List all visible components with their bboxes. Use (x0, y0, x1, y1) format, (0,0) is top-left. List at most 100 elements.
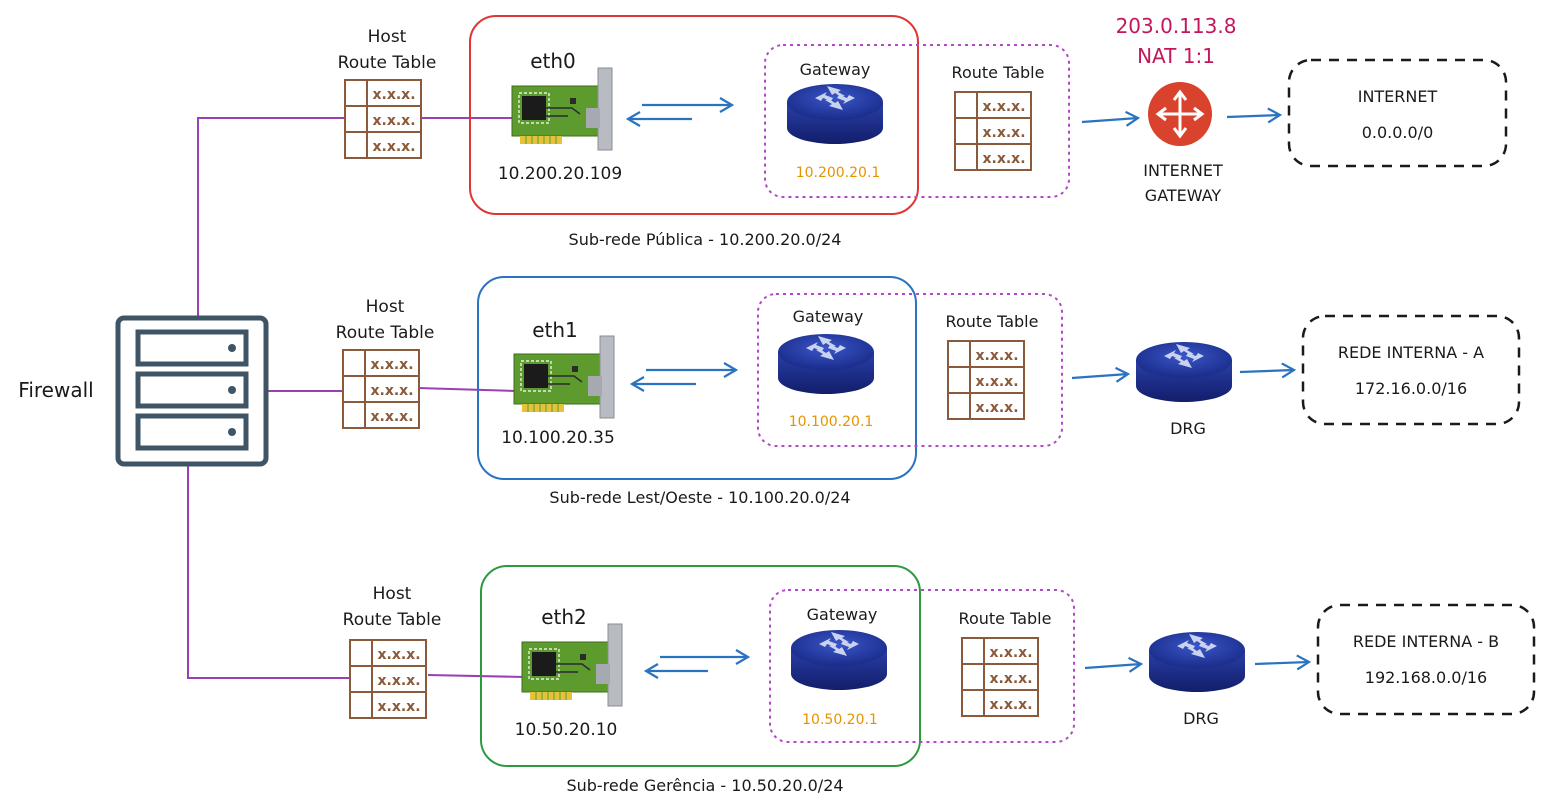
host-route-table-label: Host (373, 584, 412, 604)
destination-network-1: INTERNET 0.0.0.0/0 (1287, 58, 1508, 168)
connection-lines (187, 117, 525, 679)
route-table-cell: x.x.x. (989, 645, 1032, 661)
bidirectional-arrow-left (643, 663, 708, 679)
drg-router-icon (1136, 342, 1232, 402)
internet-gateway-label: INTERNET (1143, 161, 1223, 180)
subnet-caption: Sub-rede Pública - 10.200.20.0/24 (569, 230, 842, 249)
route-table-cell: x.x.x. (982, 99, 1025, 115)
subnet-boundary-eth1 (477, 276, 917, 480)
drg-label: DRG (1183, 709, 1219, 728)
network-card-icon (511, 67, 613, 151)
host-route-table-label: Route Table (343, 610, 442, 630)
firewall-label: Firewall (18, 378, 93, 402)
gateway-router-icon (778, 334, 874, 394)
subnet-boundary-eth2 (480, 565, 921, 767)
route-table-cell: x.x.x. (975, 374, 1018, 390)
route-table-cell: x.x.x. (372, 113, 415, 129)
route-arrow (1071, 366, 1131, 383)
route-table-cell: x.x.x. (975, 348, 1018, 364)
link-fw-eth0 (197, 117, 346, 318)
bidirectional-arrow-right (660, 649, 751, 665)
route-table-cell: x.x.x. (377, 647, 420, 663)
vcn-route-table-eth1: x.x.x. x.x.x. x.x.x. (947, 340, 1025, 420)
route-arrow (1084, 656, 1144, 673)
vcn-gateway-group-eth2 (769, 589, 1075, 743)
gateway-ip: 10.200.20.1 (796, 165, 881, 181)
drg-router-icon (1149, 632, 1245, 692)
vcn-route-table-eth0: x.x.x. x.x.x. x.x.x. (954, 91, 1032, 171)
route-table-cell: x.x.x. (370, 383, 413, 399)
route-table-cell: x.x.x. (989, 697, 1032, 713)
gateway-router-icon (787, 84, 883, 144)
route-table-label: Route Table (959, 609, 1052, 628)
route-table-cell: x.x.x. (975, 400, 1018, 416)
host-ip: 10.200.20.109 (498, 164, 622, 184)
gateway-router-icon (791, 630, 887, 690)
gateway-label: Gateway (800, 60, 871, 79)
gateway-label: Gateway (807, 605, 878, 624)
gateway-ip: 10.50.20.1 (802, 712, 878, 728)
destination-name: REDE INTERNA - B (1353, 632, 1499, 651)
firewall-server-icon (115, 315, 269, 467)
route-table-label: Route Table (952, 63, 1045, 82)
host-route-table-eth0: x.x.x. x.x.x. x.x.x. (344, 79, 422, 159)
bidirectional-arrow-right (642, 97, 735, 113)
route-table-cell: x.x.x. (370, 409, 413, 425)
destination-network-3: REDE INTERNA - B 192.168.0.0/16 (1316, 603, 1536, 716)
internet-gateway-label: GATEWAY (1145, 186, 1222, 205)
vcn-gateway-group-eth1 (757, 293, 1063, 447)
host-route-table-eth2: x.x.x. x.x.x. x.x.x. (349, 639, 427, 719)
subnet-boundary-eth0 (469, 15, 919, 215)
interface-name: eth2 (541, 605, 587, 629)
destination-network-2: REDE INTERNA - A 172.16.0.0/16 (1301, 314, 1521, 426)
route-table-cell: x.x.x. (982, 151, 1025, 167)
route-table-cell: x.x.x. (372, 139, 415, 155)
subnet-caption: Sub-rede Lest/Oeste - 10.100.20.0/24 (549, 488, 850, 507)
route-arrow (1226, 107, 1283, 124)
bidirectional-arrow-right (646, 362, 739, 378)
nat-ip: 203.0.113.8 (1116, 14, 1237, 38)
drg: DRG (1149, 632, 1312, 728)
link-fw-eth2 (187, 464, 352, 679)
route-table-cell: x.x.x. (982, 125, 1025, 141)
route-table-cell: x.x.x. (372, 87, 415, 103)
route-table-cell: x.x.x. (377, 673, 420, 689)
link-table-eth2 (427, 674, 525, 678)
subnet-caption: Sub-rede Gerência - 10.50.20.0/24 (566, 776, 843, 795)
destination-cidr: 0.0.0.0/0 (1362, 123, 1434, 142)
interface-name: eth1 (532, 318, 578, 342)
destination-cidr: 192.168.0.0/16 (1365, 668, 1487, 687)
destination-cidr: 172.16.0.0/16 (1355, 379, 1467, 398)
host-route-table-label: Host (366, 297, 405, 317)
vcn-gateway-group-eth0 (764, 44, 1070, 198)
vcn-route-table-eth2: x.x.x. x.x.x. x.x.x. (961, 637, 1039, 717)
host-ip: 10.50.20.10 (515, 720, 618, 740)
host-ip: 10.100.20.35 (501, 428, 615, 448)
host-route-table-eth1: x.x.x.x.x.x.x.x.x. (342, 349, 420, 429)
destination-name: INTERNET (1358, 87, 1438, 106)
destination-name: REDE INTERNA - A (1338, 343, 1484, 362)
network-card-icon (513, 335, 615, 419)
route-arrow (1081, 110, 1141, 127)
link-table-eth1 (417, 387, 517, 392)
gateway-ip: 10.100.20.1 (789, 414, 874, 430)
route-arrow (1239, 362, 1297, 379)
host-route-table-label: Host (368, 27, 407, 47)
gateway-label: Gateway (793, 307, 864, 326)
host-route-table-label: Route Table (338, 53, 437, 73)
internet-gateway-icon (1148, 82, 1212, 146)
drg: DRG (1136, 342, 1297, 438)
drg-label: DRG (1170, 419, 1206, 438)
bidirectional-arrow-left (629, 376, 696, 392)
bidirectional-arrow-left (625, 111, 692, 127)
route-table-label: Route Table (946, 312, 1039, 331)
network-card-icon (521, 623, 623, 707)
route-table-cell: x.x.x. (989, 671, 1032, 687)
host-route-table-label: Route Table (336, 323, 435, 343)
route-table-cell: x.x.x. (377, 699, 420, 715)
route-arrow (1254, 654, 1312, 671)
